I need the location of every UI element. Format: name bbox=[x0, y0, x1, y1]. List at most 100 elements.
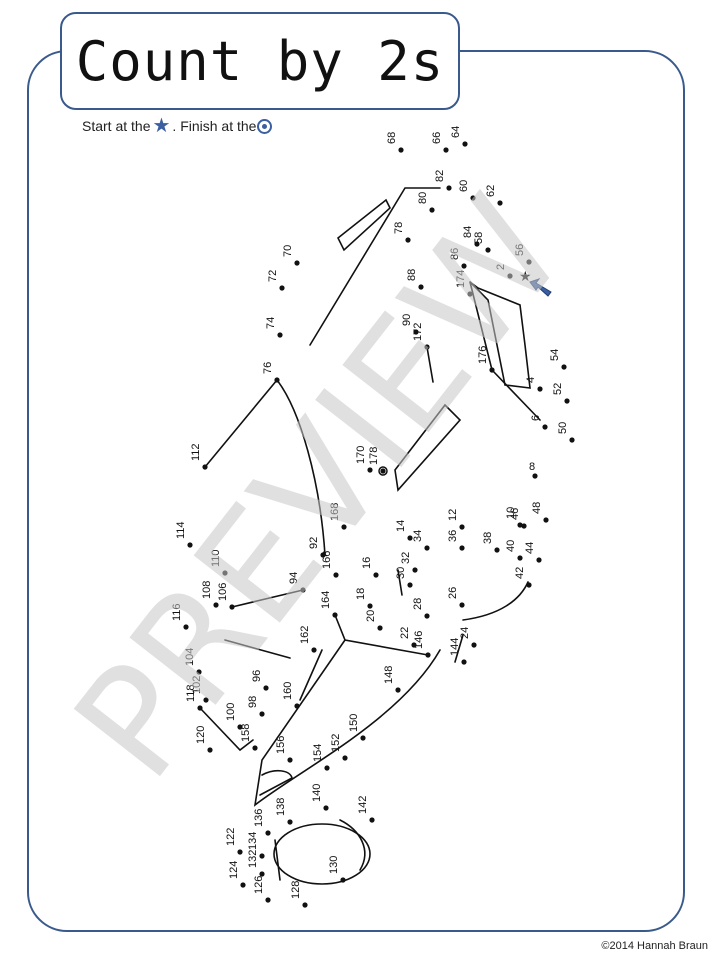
dot-72 bbox=[279, 285, 285, 291]
dot-label-76: 76 bbox=[262, 362, 274, 374]
dot-78 bbox=[405, 237, 411, 243]
dot-label-34: 34 bbox=[412, 530, 424, 542]
dot-166 bbox=[333, 572, 339, 578]
dot-94 bbox=[300, 587, 306, 593]
dot-150 bbox=[360, 735, 366, 741]
dot-label-118: 118 bbox=[185, 684, 197, 702]
dot-label-82: 82 bbox=[434, 170, 446, 182]
dot-label-28: 28 bbox=[412, 598, 424, 610]
dot-88 bbox=[418, 284, 424, 290]
dot-label-130: 130 bbox=[328, 856, 340, 874]
dot-90 bbox=[413, 329, 419, 335]
dot-label-124: 124 bbox=[228, 861, 240, 879]
dot-2 bbox=[507, 273, 513, 279]
dot-158 bbox=[252, 745, 258, 751]
dot-144 bbox=[461, 659, 467, 665]
finish-circle-marker bbox=[378, 466, 388, 476]
dot-164 bbox=[332, 612, 338, 618]
dot-label-60: 60 bbox=[458, 180, 470, 192]
dot-8 bbox=[532, 473, 538, 479]
dot-80 bbox=[429, 207, 435, 213]
dot-label-70: 70 bbox=[282, 245, 294, 257]
dot-label-18: 18 bbox=[355, 588, 367, 600]
dot-label-16: 16 bbox=[361, 557, 373, 569]
dot-label-116: 116 bbox=[171, 603, 183, 621]
dot-52 bbox=[564, 398, 570, 404]
dot-152 bbox=[342, 755, 348, 761]
dot-label-148: 148 bbox=[383, 666, 395, 684]
dot-126 bbox=[265, 897, 271, 903]
dot-label-38: 38 bbox=[482, 532, 494, 544]
dot-58 bbox=[485, 247, 491, 253]
dot-12 bbox=[459, 524, 465, 530]
dot-label-144: 144 bbox=[449, 638, 461, 656]
dot-label-122: 122 bbox=[225, 828, 237, 846]
circle-dot-icon bbox=[257, 118, 273, 134]
dot-label-50: 50 bbox=[557, 422, 569, 434]
dot-92 bbox=[320, 552, 326, 558]
dot-32 bbox=[412, 567, 418, 573]
dot-68 bbox=[398, 147, 404, 153]
dot-label-138: 138 bbox=[275, 798, 287, 816]
dot-label-162: 162 bbox=[299, 626, 311, 644]
dot-16 bbox=[373, 572, 379, 578]
dot-84 bbox=[474, 241, 480, 247]
dot-172 bbox=[424, 344, 430, 350]
dot-label-96: 96 bbox=[251, 670, 263, 682]
dot-66 bbox=[443, 147, 449, 153]
dot-146 bbox=[425, 652, 431, 658]
dot-114 bbox=[187, 542, 193, 548]
dot-label-156: 156 bbox=[275, 736, 287, 754]
dot-104 bbox=[196, 669, 202, 675]
dot-156 bbox=[287, 757, 293, 763]
dot-label-40: 40 bbox=[505, 540, 517, 552]
dot-178 bbox=[380, 468, 386, 474]
dot-label-42: 42 bbox=[514, 567, 526, 579]
dot-label-146: 146 bbox=[413, 631, 425, 649]
dot-label-126: 126 bbox=[253, 876, 265, 894]
dot-label-6: 6 bbox=[530, 415, 542, 421]
dot-label-86: 86 bbox=[449, 248, 461, 260]
dot-label-160: 160 bbox=[282, 682, 294, 700]
dot-128 bbox=[302, 902, 308, 908]
dot-label-134: 134 bbox=[247, 832, 259, 850]
dot-label-8: 8 bbox=[529, 461, 535, 473]
drawn-lines bbox=[199, 187, 541, 885]
dot-22 bbox=[411, 642, 417, 648]
dot-108 bbox=[213, 602, 219, 608]
dot-label-150: 150 bbox=[348, 714, 360, 732]
dot-140 bbox=[323, 805, 329, 811]
dot-label-54: 54 bbox=[549, 349, 561, 361]
dot-14 bbox=[407, 535, 413, 541]
dot-label-102: 102 bbox=[191, 676, 203, 694]
finish-text: . Finish at the bbox=[172, 118, 257, 134]
dot-98 bbox=[259, 711, 265, 717]
dot-label-20: 20 bbox=[365, 610, 377, 622]
dot-label-36: 36 bbox=[447, 530, 459, 542]
start-star-marker: ★ bbox=[519, 268, 532, 284]
dot-label-88: 88 bbox=[406, 269, 418, 281]
dot-label-120: 120 bbox=[195, 726, 207, 744]
dot-label-110: 110 bbox=[210, 549, 222, 567]
dot-64 bbox=[462, 141, 468, 147]
dot-label-128: 128 bbox=[290, 881, 302, 899]
dot-label-62: 62 bbox=[485, 185, 497, 197]
dot-168 bbox=[341, 524, 347, 530]
dot-170 bbox=[367, 467, 373, 473]
dot-34 bbox=[424, 545, 430, 551]
copyright-notice: ©2014 Hannah Braun bbox=[601, 940, 708, 952]
dot-6 bbox=[542, 424, 548, 430]
dot-116 bbox=[183, 624, 189, 630]
dot-label-104: 104 bbox=[184, 648, 196, 666]
dot-label-142: 142 bbox=[357, 796, 369, 814]
dot-162 bbox=[311, 647, 317, 653]
dot-label-106: 106 bbox=[217, 583, 229, 601]
dot-label-114: 114 bbox=[175, 521, 187, 539]
dot-60 bbox=[470, 195, 476, 201]
dot-130 bbox=[340, 877, 346, 883]
dot-label-100: 100 bbox=[225, 703, 237, 721]
dot-label-132: 132 bbox=[247, 850, 259, 868]
dot-112 bbox=[202, 464, 208, 470]
